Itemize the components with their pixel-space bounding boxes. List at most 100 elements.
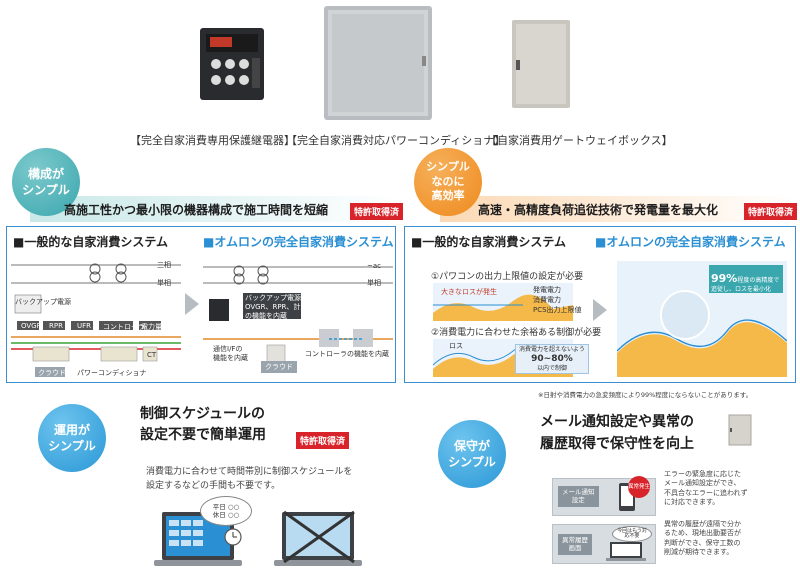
config-backup-label: バックアップ電源 <box>15 298 71 306</box>
efficiency-omron-callout-pct: 99% <box>711 272 738 285</box>
product-pcs-caption: 【完全自家消費対応パワーコンディショナ】 <box>286 134 506 147</box>
efficiency-omron-callout-line2: 追従し、ロスを最小化 <box>711 286 772 294</box>
efficiency-bubble: シンプル なのに 高効率 <box>414 148 482 216</box>
efficiency-chart1 <box>433 283 573 321</box>
config-ovgr-label: OVGR <box>21 322 42 330</box>
maintenance-history-text-line3: 判断ができ、保守工数の <box>664 538 741 547</box>
maintenance-history-label-line1: 異常履歴 <box>562 536 588 544</box>
efficiency-item1-label: ①パワコンの出力上限値の設定が必要 <box>431 272 584 282</box>
config-bubble: 構成が シンプル <box>12 148 80 216</box>
maintenance-history-bubble: 今回はもう対応不要 <box>612 526 652 542</box>
config-omron-diagram <box>203 265 393 370</box>
efficiency-item2-box-line3: 以内で制御 <box>536 364 567 372</box>
efficiency-omron-callout-line1: 程度の高精度で <box>737 277 780 284</box>
config-backup-note-line2: OVGR、RPR、計測器 <box>245 303 315 312</box>
config-meter-label: 電力量計 <box>141 323 169 331</box>
config-rpr-label: RPR <box>49 322 63 330</box>
efficiency-omron-title: ■オムロンの完全自家消費システム <box>595 235 786 249</box>
config-controller-note: コントローラの機能を内蔵 <box>305 350 389 358</box>
product-pcs-image <box>322 4 434 122</box>
maintenance-mail-text-line4: に対応できます。 <box>664 498 720 507</box>
operation-headline-line1: 制御スケジュールの <box>140 406 266 422</box>
efficiency-item2-box-line1: 消費電力を超えないよう <box>519 346 585 353</box>
operation-patent-badge: 特許取得済 <box>296 432 350 449</box>
config-comm-note-line1: 通信I/Fの <box>213 345 243 353</box>
operation-headline: 制御スケジュールの 設定不要で簡単運用 <box>140 404 266 446</box>
config-general-diagram <box>11 263 181 377</box>
config-patent-badge: 特許取得済 <box>350 203 404 220</box>
maintenance-pc-icon <box>606 542 646 561</box>
efficiency-footnote: ※日射や消費電力の急変頻度により99%程度にならないことがあります。 <box>538 391 753 399</box>
maintenance-headline: メール通知設定や異常の 履歴取得で保守性を向上 <box>540 412 694 455</box>
config-backup-note-line3: の機能を内蔵 <box>245 312 287 321</box>
efficiency-omron-callout: 99%程度の高精度で 追従し、ロスを最小化 <box>711 267 779 293</box>
maintenance-history-label-line2: 画面 <box>568 544 582 553</box>
config-general-title: ■一般的な自家消費システム <box>13 235 168 249</box>
maintenance-history-text-line2: るため、現地出動要否が <box>664 529 741 538</box>
config-backup-note-line1: バックアップ電源、 <box>245 294 308 302</box>
maintenance-history-text-line1: 異常の履歴が遠隔で分か <box>664 520 741 528</box>
config-comm-note-line2: 機能を内蔵 <box>213 354 248 363</box>
config-headline: 高施工性かつ最小限の機器構成で施工時間を短縮 <box>64 203 329 217</box>
maintenance-gateway-icon <box>728 414 752 446</box>
operation-monitor-line2: 休日 ○○ <box>212 511 240 519</box>
config-band <box>30 196 400 222</box>
product-gateway-caption: 【自家消費用ゲートウェイボックス】 <box>486 134 673 147</box>
operation-clock-icon <box>224 528 242 546</box>
efficiency-bubble-line1: シンプル <box>426 159 470 173</box>
config-three-phase-label: 三相 <box>157 261 171 269</box>
maintenance-mail-label: メール通知 設定 <box>558 486 599 507</box>
config-controller-label: コントローラ <box>103 323 145 331</box>
efficiency-system-panel: ■一般的な自家消費システム ■オムロンの完全自家消費システム ①パワコンの出力上… <box>404 226 796 383</box>
operation-body-line2: 設定するなどの手間も不要です。 <box>146 480 281 491</box>
efficiency-bubble-line2: なのに <box>431 174 465 188</box>
config-pcs-label: パワーコンディショナ <box>77 369 147 377</box>
operation-body: 消費電力に合わせて時間帯別に制御スケジュールを 設定するなどの手間も不要です。 <box>146 466 352 493</box>
efficiency-item2-label: ②消費電力に合わせた余裕ある制御が必要 <box>431 328 602 338</box>
maintenance-mail-text-line1: エラーの緊急度に応じた <box>664 470 741 478</box>
operation-monitor-line1: 平日 ○○ <box>212 502 240 511</box>
efficiency-item2-box-line2: 90~80% <box>531 353 573 364</box>
maintenance-bubble-line1: 保守が <box>453 438 490 453</box>
config-ct-label: CT <box>147 351 157 359</box>
product-relay-image <box>196 22 268 104</box>
efficiency-omron-chart <box>617 261 787 377</box>
efficiency-patent-badge: 特許取得済 <box>744 203 798 220</box>
maintenance-mail-label-line1: メール通知 <box>562 488 595 496</box>
maintenance-bubble-line2: シンプル <box>448 455 496 469</box>
maintenance-history-text-line4: 削減が期待できます。 <box>664 548 734 557</box>
operation-bubble: 運用が シンプル <box>38 404 106 472</box>
config-bubble-line2: シンプル <box>22 183 70 197</box>
efficiency-item2-box: 消費電力を超えないよう 90~80% 以内で制御 <box>515 344 589 375</box>
efficiency-arrow-icon <box>593 299 607 321</box>
efficiency-item1-chart-label: 大きなロスが発生 <box>441 288 497 296</box>
config-omron-title: ■オムロンの完全自家消費システム <box>203 235 394 249</box>
config-cloud-omron-label: クラウド <box>261 361 297 373</box>
config-ufr-label: UFR <box>77 322 92 330</box>
efficiency-bubble-line3: 高効率 <box>431 189 465 203</box>
maintenance-mail-badge: 異常発生 <box>628 476 650 498</box>
efficiency-general-title: ■一般的な自家消費システム <box>411 235 566 249</box>
maintenance-mail-text-line2: メール通知設定ができ、 <box>664 479 741 488</box>
config-omron-single-label: 単相 <box>367 279 381 287</box>
maintenance-history-label: 異常履歴 画面 <box>558 534 592 555</box>
maintenance-mail-text-line3: 不具合なエラーに追われず <box>664 488 748 497</box>
efficiency-item2-chart-label: ロス <box>449 342 463 350</box>
config-omron-ac-label: ~ac <box>367 262 382 270</box>
operation-headline-line2: 設定不要で簡単運用 <box>140 427 266 443</box>
maintenance-headline-line1: メール通知設定や異常の <box>540 414 694 430</box>
maintenance-mail-text: エラーの緊急度に応じた メール通知設定ができ、 不具合なエラーに追われず に対応… <box>664 470 748 508</box>
maintenance-bubble: 保守が シンプル <box>438 420 506 488</box>
efficiency-band <box>440 196 795 222</box>
config-arrow-icon <box>185 293 199 315</box>
operation-bubble-line2: シンプル <box>48 439 96 453</box>
efficiency-legend2: 消費電力 <box>533 296 561 304</box>
efficiency-headline: 高速・高精度負荷追従技術で発電量を最大化 <box>478 203 719 217</box>
efficiency-legend1: 発電電力 <box>533 286 561 294</box>
config-comm-note: 通信I/Fの 機能を内蔵 <box>213 345 248 363</box>
product-gateway-image <box>508 16 574 112</box>
operation-laptop-crossed-illustration <box>274 510 362 566</box>
operation-bubble-line1: 運用が <box>53 422 90 437</box>
maintenance-headline-line2: 履歴取得で保守性を向上 <box>540 435 694 452</box>
config-backup-note: バックアップ電源、 OVGR、RPR、計測器 の機能を内蔵 <box>245 294 314 321</box>
